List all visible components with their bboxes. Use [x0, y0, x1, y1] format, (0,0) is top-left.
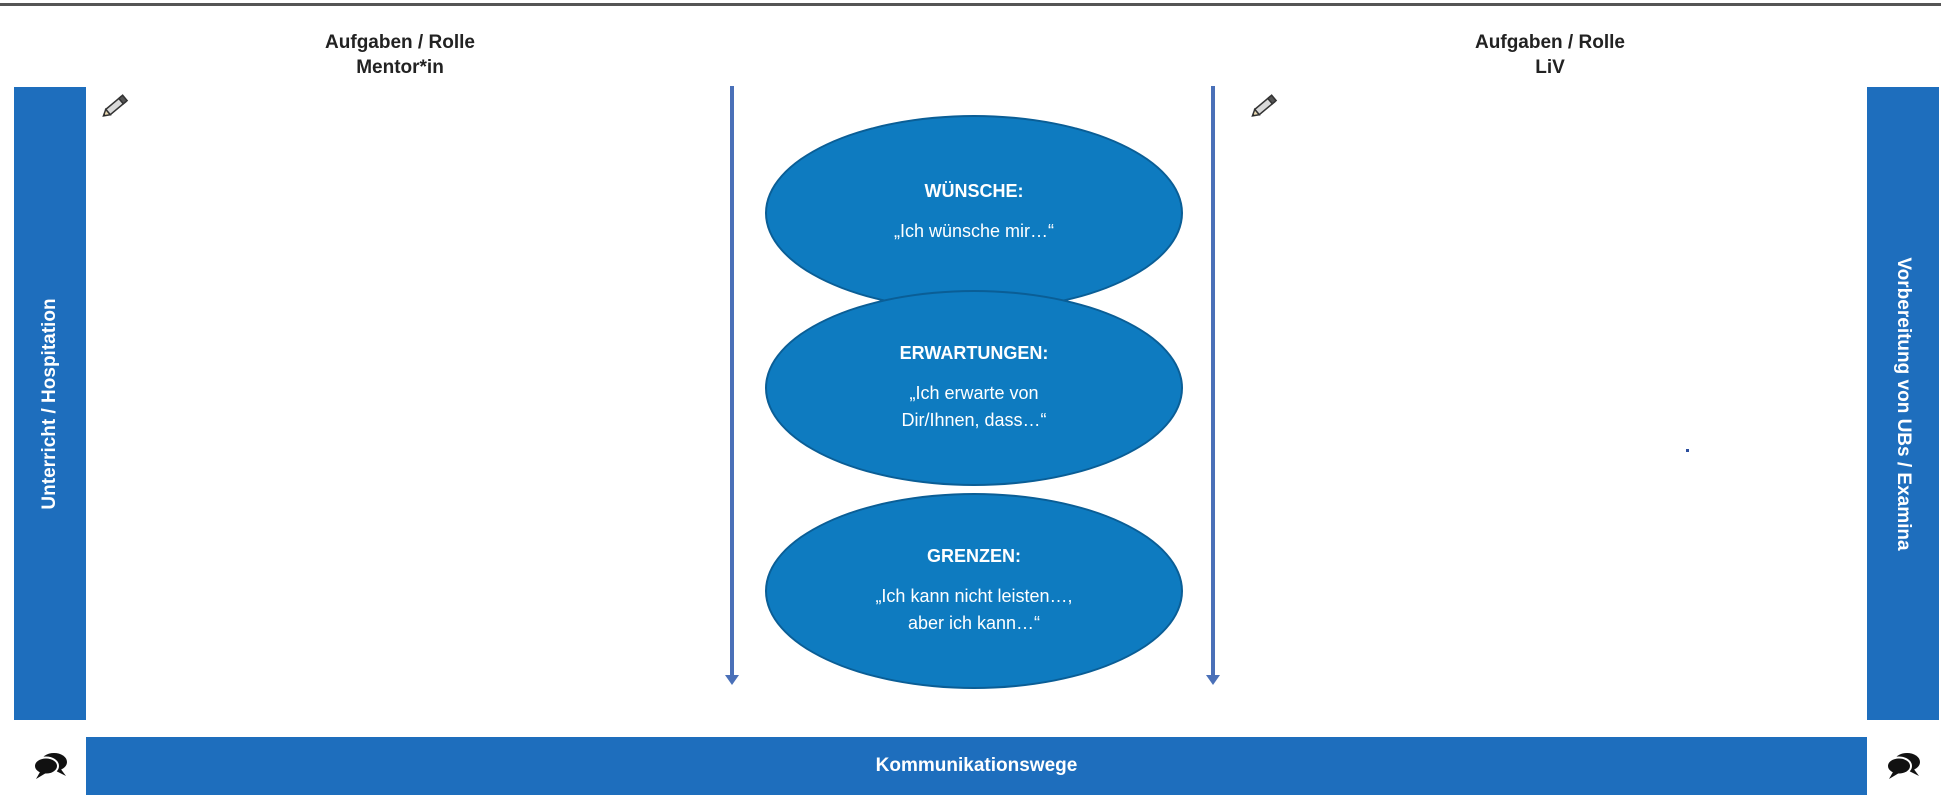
communication-bar: Kommunikationswege	[86, 737, 1867, 795]
header-liv: Aufgaben / Rolle LiV	[1390, 30, 1710, 80]
speech-bubbles-icon	[1886, 753, 1920, 779]
ellipse-expectations-text: „Ich erwarte von Dir/Ihnen, dass…“	[901, 382, 1047, 430]
header-liv-line2: LiV	[1535, 57, 1565, 78]
right-side-bar-label: Vorbereitung von UBs / Examina	[1893, 256, 1914, 551]
top-rule	[0, 3, 1941, 6]
speech-bubbles-icon	[33, 753, 67, 779]
pencil-icon	[102, 94, 129, 117]
header-liv-line1: Aufgaben / Rolle	[1475, 32, 1625, 53]
ellipse-wishes-text: „Ich wünsche mir…“	[893, 221, 1055, 241]
left-down-arrow	[725, 86, 739, 685]
header-mentor: Aufgaben / Rolle Mentor*in	[240, 30, 560, 80]
ellipse-expectations: ERWARTUNGEN: „Ich erwarte von Dir/Ihnen,…	[765, 290, 1183, 486]
communication-bar-label: Kommunikationswege	[875, 755, 1078, 776]
right-side-bar: Vorbereitung von UBs / Examina	[1867, 87, 1939, 720]
ellipse-wishes: WÜNSCHE: „Ich wünsche mir…“	[765, 115, 1183, 311]
header-mentor-line1: Aufgaben / Rolle	[325, 32, 475, 53]
pencil-icon	[1251, 94, 1278, 117]
ellipse-limits: GRENZEN: „Ich kann nicht leisten…, aber …	[765, 493, 1183, 689]
ellipse-expectations-title: ERWARTUNGEN:	[899, 342, 1049, 363]
header-mentor-line2: Mentor*in	[356, 57, 444, 78]
stray-dot	[1686, 449, 1689, 452]
ellipse-limits-title: GRENZEN:	[927, 545, 1021, 566]
right-down-arrow	[1206, 86, 1220, 685]
ellipse-wishes-title: WÜNSCHE:	[924, 181, 1024, 201]
left-side-bar: Unterricht / Hospitation	[14, 87, 86, 720]
left-side-bar-label: Unterricht / Hospitation	[39, 297, 60, 510]
ellipse-limits-text: „Ich kann nicht leisten…, aber ich kann……	[875, 585, 1073, 633]
